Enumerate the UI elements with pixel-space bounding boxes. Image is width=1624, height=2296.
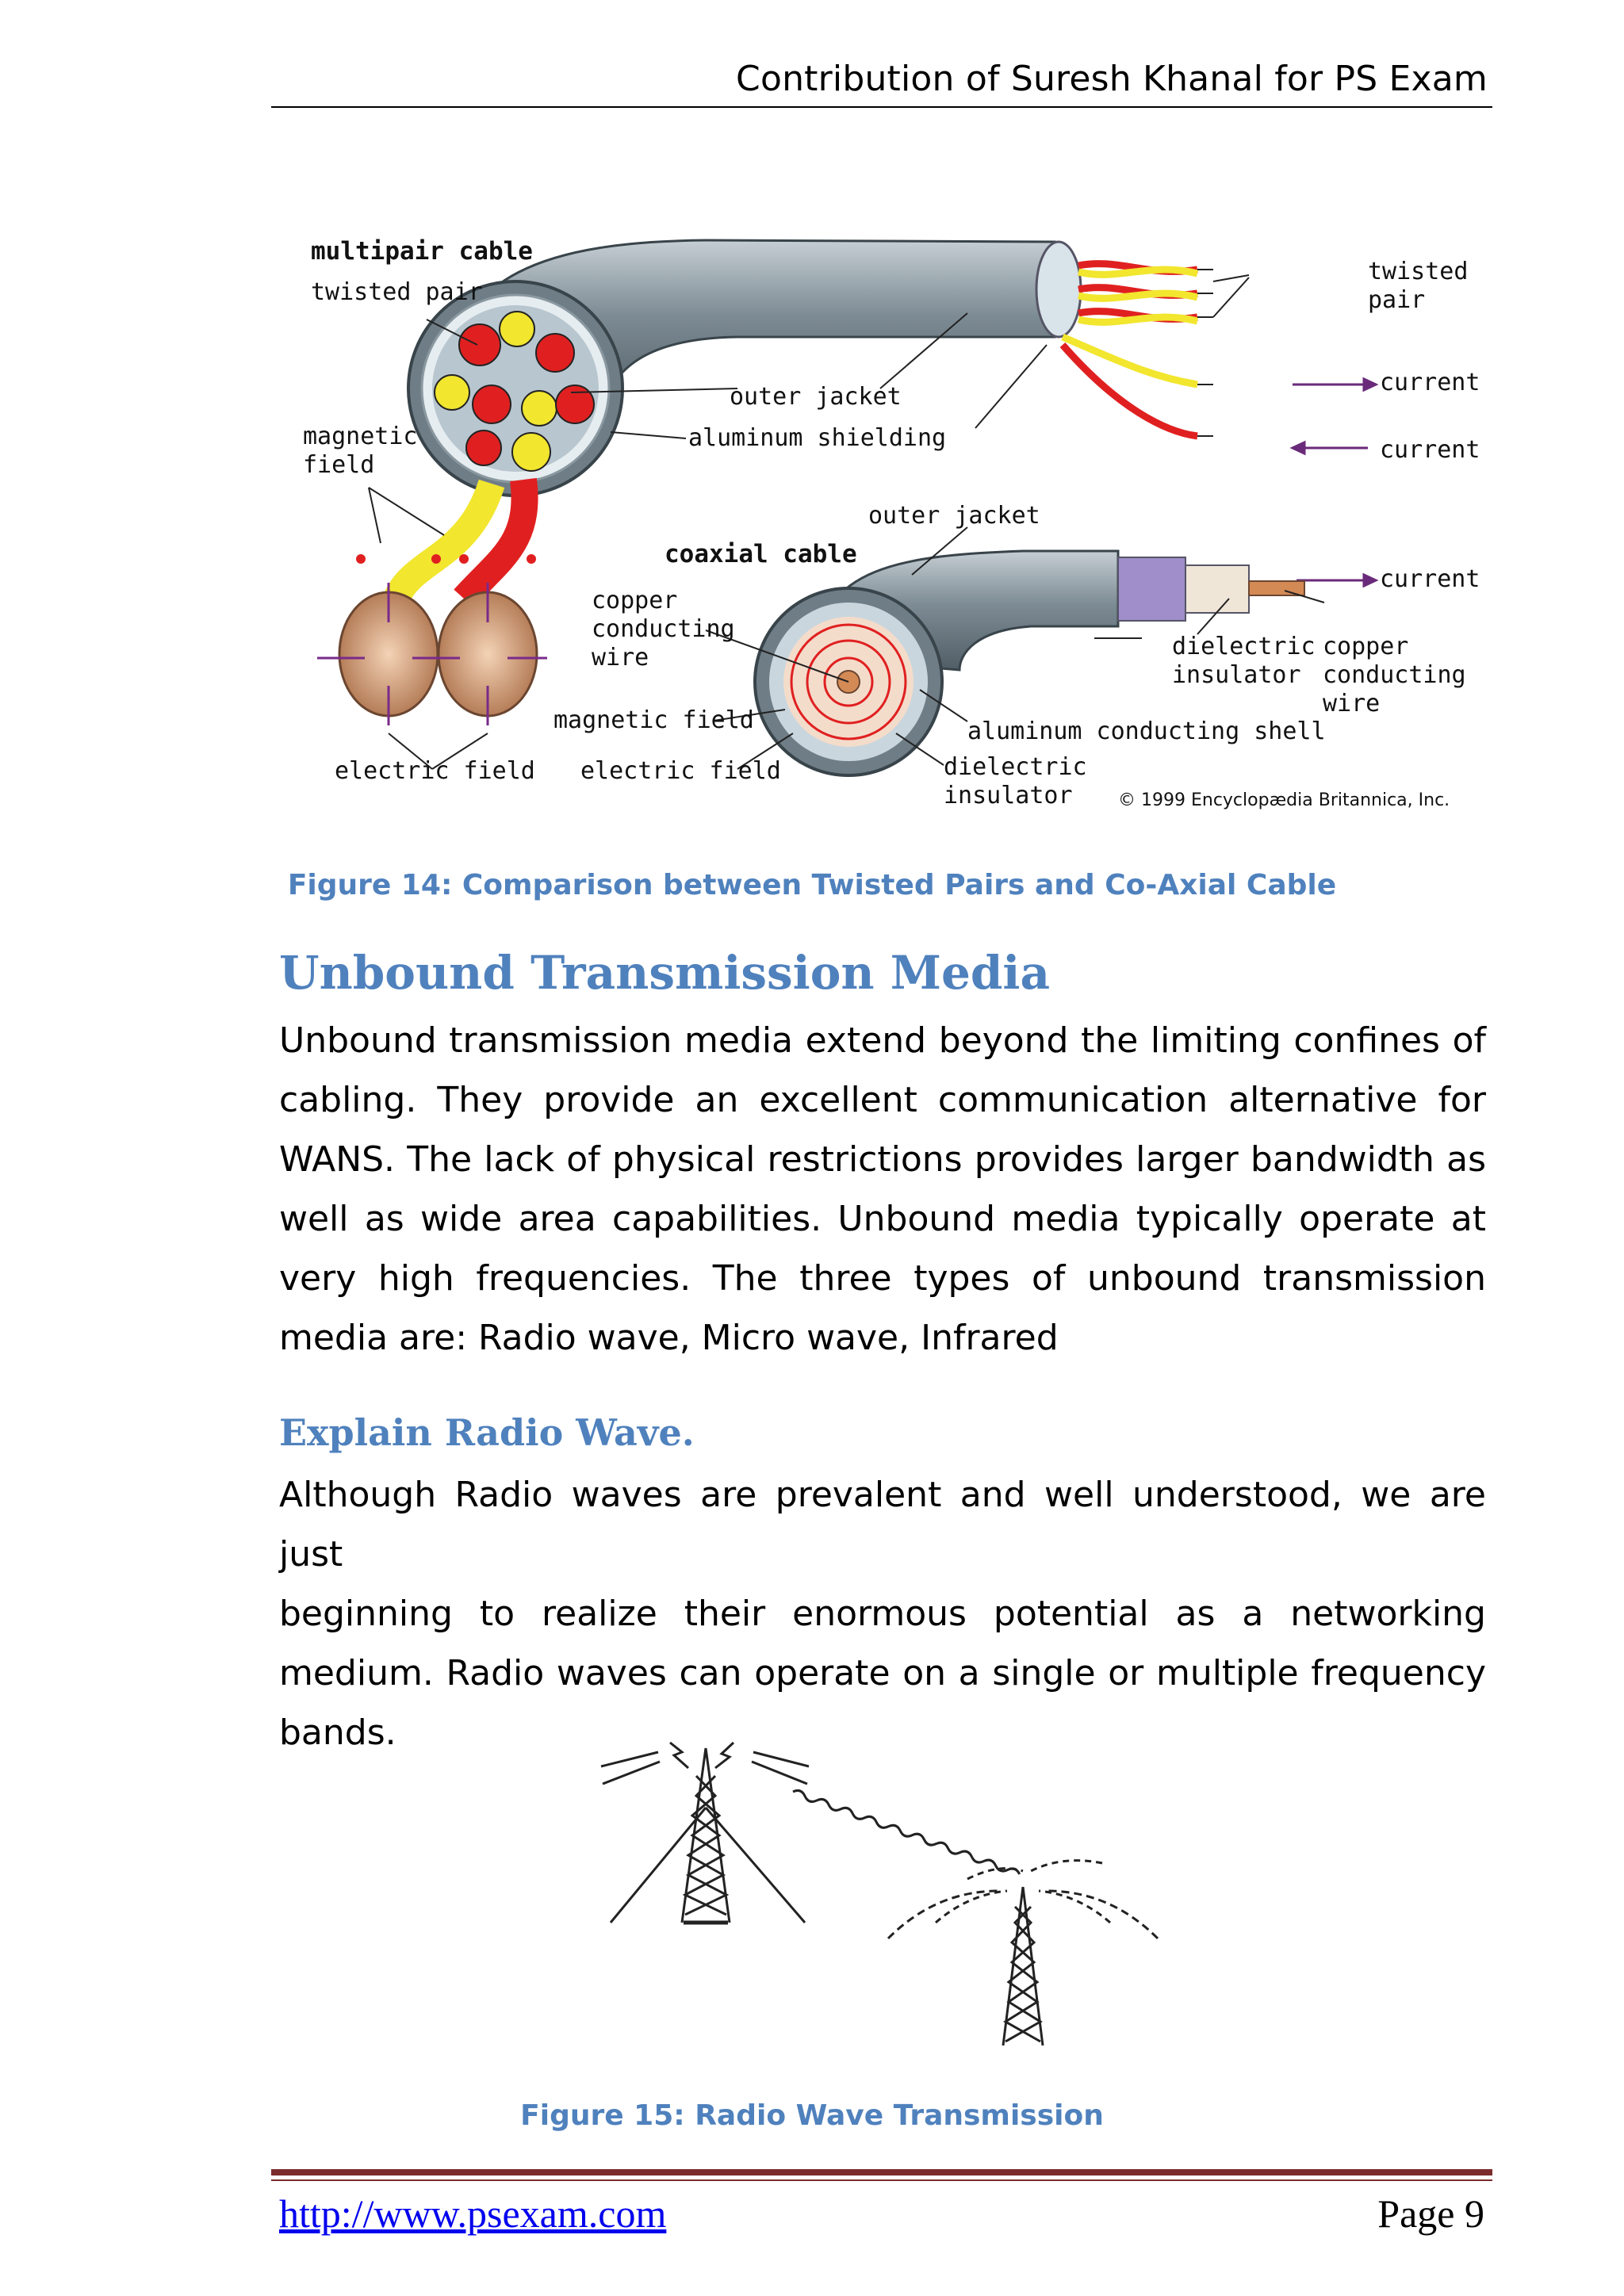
label-copper-right-2: conducting	[1323, 661, 1466, 689]
label-dielectric-bottom-2: insulator	[944, 782, 1073, 809]
footer-website-link[interactable]: http://www.psexam.com	[279, 2191, 667, 2236]
cable-drawing	[317, 239, 1379, 777]
radio-wave-illustration	[595, 1728, 1182, 2061]
label-magnetic-field-coax: magnetic field	[553, 706, 754, 734]
label-outer-jacket-coax: outer jacket	[868, 502, 1040, 530]
label-current-1: current	[1380, 369, 1480, 396]
footer-rule-thin	[271, 2179, 1492, 2181]
text-line: cabling. They provide an excellent commu…	[279, 1080, 1486, 1120]
label-copyright: © 1999 Encyclopædia Britannica, Inc.	[1118, 790, 1450, 810]
label-electric-field-coax: electric field	[580, 757, 781, 785]
section-heading-unbound: Unbound Transmission Media	[279, 946, 1051, 1000]
header-rule	[271, 106, 1492, 108]
label-dielectric-1: dielectric	[1172, 633, 1316, 660]
label-aluminum-shielding: aluminum shielding	[688, 424, 947, 452]
label-pair: pair	[1368, 286, 1426, 314]
page-number: Page 9	[1377, 2191, 1484, 2236]
label-electric-field-left: electric field	[335, 757, 535, 785]
label-copper-2: conducting	[592, 615, 735, 643]
figure-14-caption: Figure 14: Comparison between Twisted Pa…	[287, 869, 1337, 901]
text-line: Unbound transmission media extend beyond…	[279, 1020, 1486, 1061]
text-line: well as wide area capabilities. Unbound …	[279, 1199, 1486, 1239]
label-copper-1: copper	[592, 587, 678, 614]
text-line: WANS. The lack of physical restrictions …	[279, 1139, 1486, 1180]
label-twisted-pair: twisted pair	[311, 278, 483, 306]
cable-illustration: multipair cable twisted pair magnetic fi…	[293, 226, 1499, 828]
text-line: media are: Radio wave, Micro wave, Infra…	[279, 1318, 1059, 1358]
label-copper-right-1: copper	[1323, 633, 1409, 660]
label-twisted: twisted	[1368, 258, 1469, 285]
label-coaxial-cable: coaxial cable	[665, 540, 857, 568]
text-line: Although Radio waves are prevalent and w…	[279, 1475, 1486, 1575]
label-magnetic: magnetic	[303, 423, 418, 450]
label-current-2: current	[1380, 436, 1480, 464]
label-aluminum-shell: aluminum conducting shell	[967, 718, 1326, 745]
label-current-3: current	[1380, 565, 1480, 593]
label-copper-3: wire	[592, 644, 649, 672]
paragraph-radio-wave: Although Radio waves are prevalent and w…	[279, 1465, 1486, 1762]
text-line: very high frequencies. The three types o…	[279, 1258, 1486, 1299]
page-header: Contribution of Suresh Khanal for PS Exa…	[736, 59, 1488, 99]
figure-15-caption: Figure 15: Radio Wave Transmission	[520, 2099, 1104, 2132]
label-dielectric-2: insulator	[1172, 661, 1301, 689]
section-heading-radio-wave: Explain Radio Wave.	[279, 1411, 695, 1454]
label-multipair-cable: multipair cable	[311, 237, 533, 266]
text-line: medium. Radio waves can operate on a sin…	[279, 1653, 1486, 1693]
text-line: bands.	[279, 1712, 396, 1753]
radio-towers-drawing	[600, 1741, 1159, 2046]
footer-rule	[271, 2169, 1492, 2175]
paragraph-unbound-media: Unbound transmission media extend beyond…	[279, 1011, 1486, 1368]
text-line: beginning to realize their enormous pote…	[279, 1594, 1486, 1634]
label-copper-right-3: wire	[1323, 690, 1381, 718]
label-outer-jacket-top: outer jacket	[730, 383, 902, 411]
label-field: field	[303, 451, 375, 479]
label-dielectric-bottom-1: dielectric	[944, 753, 1087, 781]
